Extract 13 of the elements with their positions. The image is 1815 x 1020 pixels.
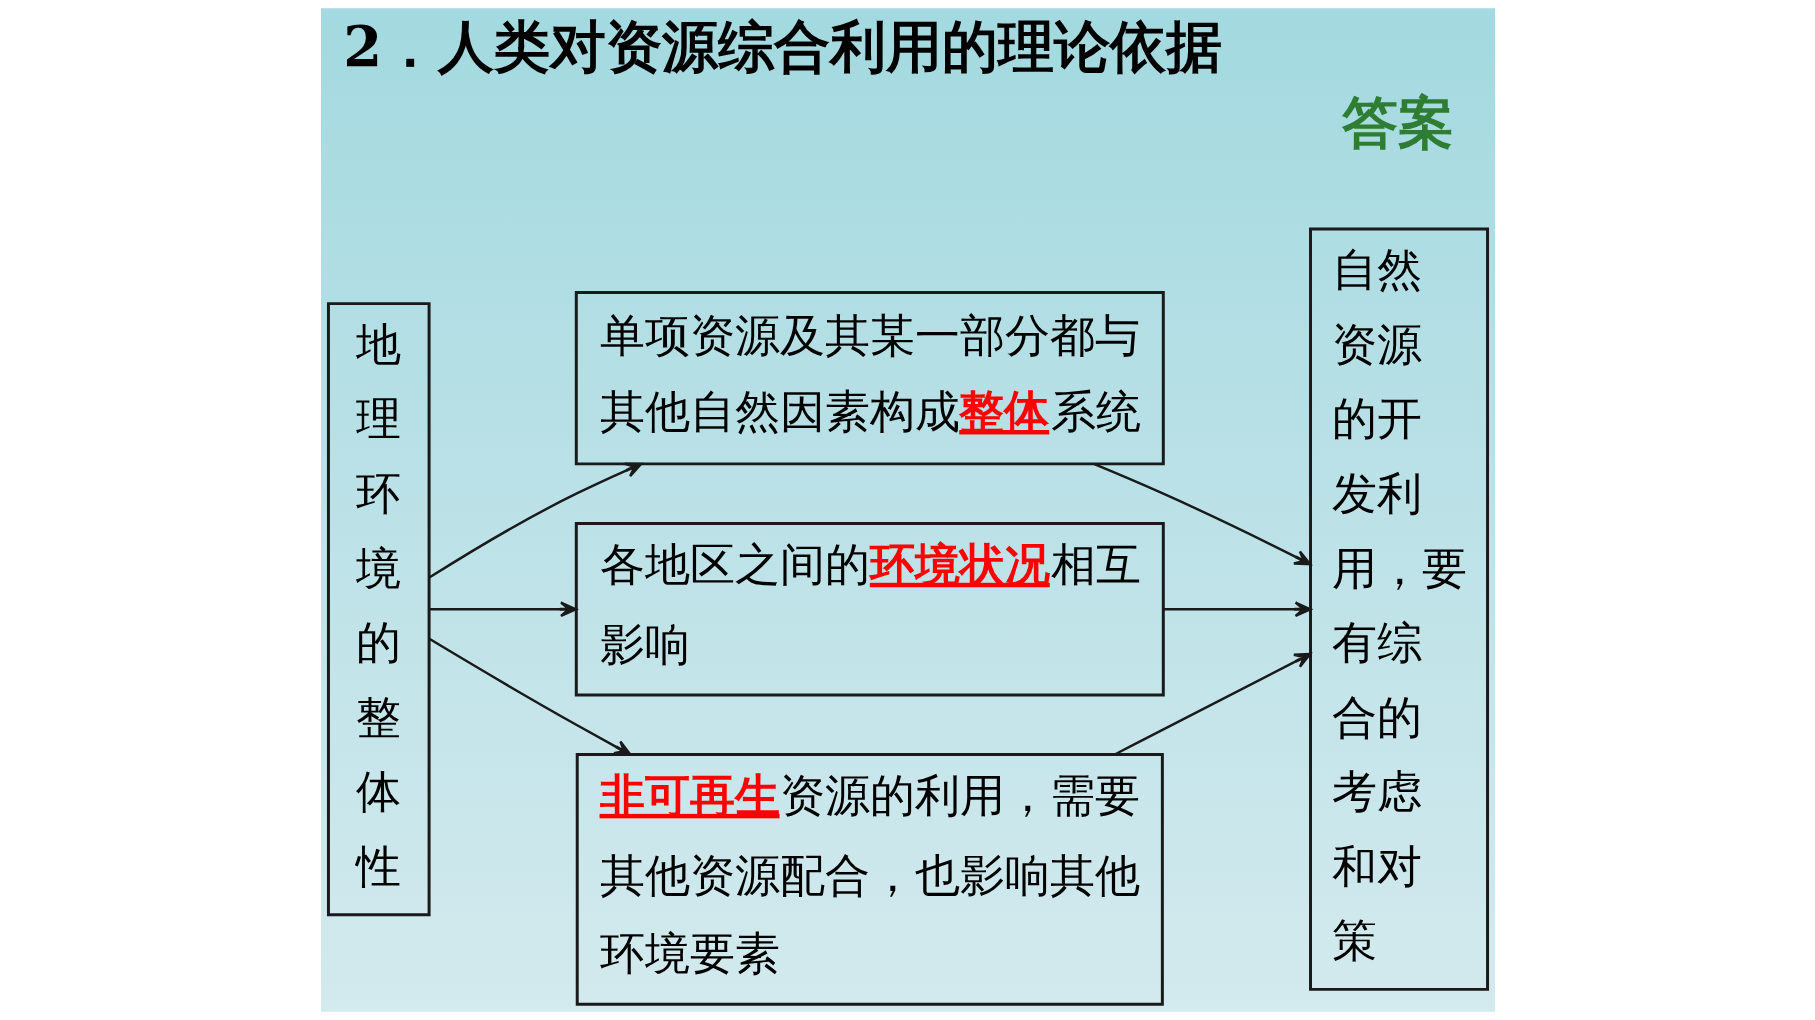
- arrow: [428, 637, 631, 756]
- node-box: 非可再生资源的利用，需要其他资源配合，也影响其他环境要素: [575, 753, 1164, 1006]
- node-box: 单项资源及其某一部分都与其他自然因素构成整体系统: [574, 290, 1165, 466]
- arrow: [1163, 601, 1312, 618]
- arrow: [428, 601, 577, 618]
- arrow: [1092, 462, 1311, 566]
- node-box: 各地区之间的环境状况相互影响: [574, 522, 1165, 697]
- arrow: [428, 462, 642, 579]
- label: 答案: [1341, 90, 1454, 156]
- arrow: [1114, 652, 1311, 756]
- node-box: 自然资源的开发利用，要有综合的考虑和对策: [1308, 227, 1489, 991]
- node-box: 地理环境的整体性: [326, 302, 431, 917]
- diagram-title: 2．人类对资源综合利用的理论依据: [342, 14, 1222, 80]
